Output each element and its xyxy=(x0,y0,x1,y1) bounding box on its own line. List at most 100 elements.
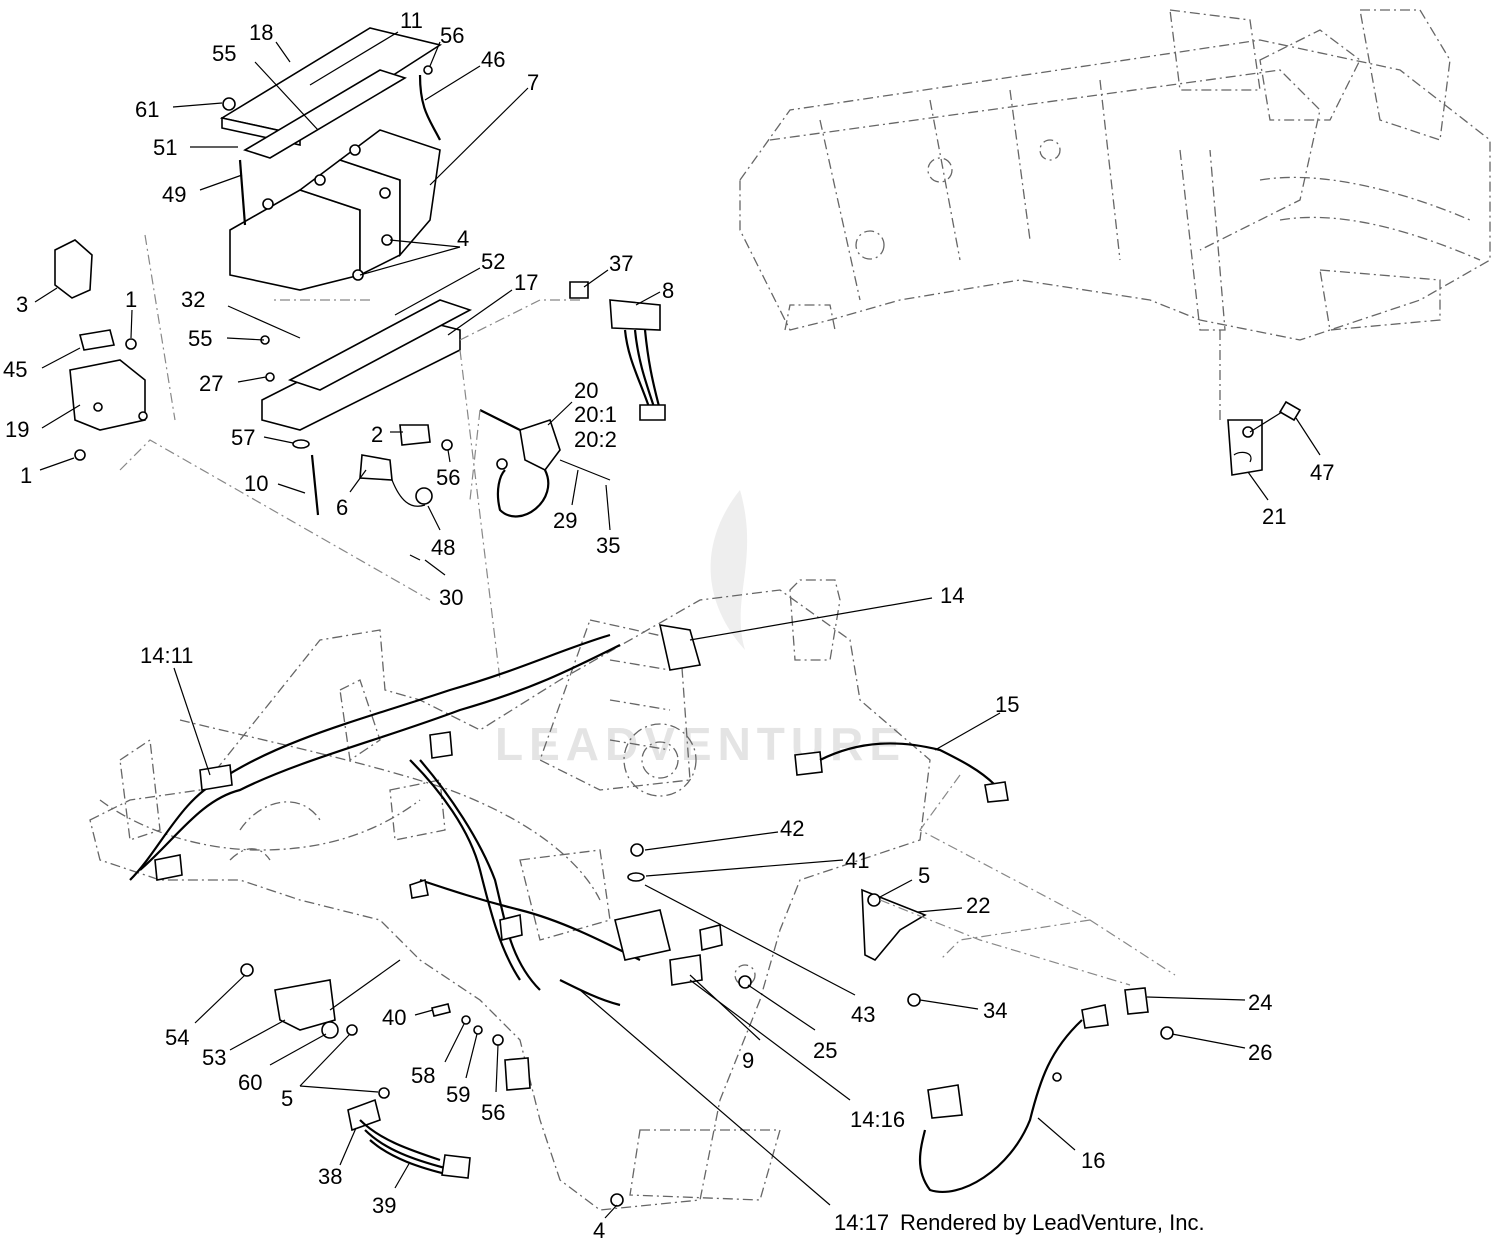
callout-53[interactable]: 53 xyxy=(202,1019,286,1070)
bracket-21 xyxy=(1227,400,1302,476)
callout-24[interactable]: 24 xyxy=(1146,990,1272,1015)
svg-text:6: 6 xyxy=(336,495,348,520)
callout-10[interactable]: 10 xyxy=(244,471,306,496)
callout-25[interactable]: 25 xyxy=(747,984,837,1063)
svg-text:45: 45 xyxy=(3,357,27,382)
callout-42[interactable]: 42 xyxy=(644,816,804,851)
callout-48[interactable]: 48 xyxy=(427,505,455,560)
svg-text:22: 22 xyxy=(966,893,990,918)
callout-20-2[interactable]: 20:2 xyxy=(574,427,617,452)
svg-text:15: 15 xyxy=(995,692,1019,717)
callout-57[interactable]: 57 xyxy=(231,425,294,450)
svg-text:20: 20 xyxy=(574,378,598,403)
svg-text:14:11: 14:11 xyxy=(140,643,193,668)
svg-text:56: 56 xyxy=(440,23,464,48)
svg-text:48: 48 xyxy=(431,535,455,560)
callout-3[interactable]: 3 xyxy=(16,287,58,317)
callout-34[interactable]: 34 xyxy=(919,998,1007,1023)
callout-21[interactable]: 21 xyxy=(1247,471,1286,529)
callout-18[interactable]: 18 xyxy=(249,20,291,63)
svg-text:32: 32 xyxy=(181,287,205,312)
callout-20[interactable]: 20 xyxy=(547,378,598,426)
callout-55b[interactable]: 55 xyxy=(188,326,265,351)
svg-text:4: 4 xyxy=(457,226,469,251)
callout-58[interactable]: 58 xyxy=(411,1023,465,1088)
callout-22[interactable]: 22 xyxy=(917,893,990,918)
svg-text:43: 43 xyxy=(851,1002,875,1027)
callout-9[interactable]: 9 xyxy=(689,974,761,1073)
svg-text:25: 25 xyxy=(813,1038,837,1063)
svg-text:14:17: 14:17 xyxy=(834,1210,889,1235)
svg-text:49: 49 xyxy=(162,182,186,207)
callout-51[interactable]: 51 xyxy=(153,135,238,160)
svg-text:35: 35 xyxy=(596,533,620,558)
callout-14-16[interactable]: 14:16 xyxy=(689,979,905,1132)
svg-text:2: 2 xyxy=(371,422,383,447)
callout-49[interactable]: 49 xyxy=(162,174,243,207)
callout-37[interactable]: 37 xyxy=(583,251,633,288)
callout-1b[interactable]: 1 xyxy=(20,457,75,488)
svg-text:51: 51 xyxy=(153,135,177,160)
lower-frame-assembly xyxy=(89,579,1176,1211)
svg-text:19: 19 xyxy=(5,417,29,442)
callout-27[interactable]: 27 xyxy=(199,371,267,396)
callout-29[interactable]: 29 xyxy=(553,469,579,533)
callout-52[interactable]: 52 xyxy=(394,249,505,316)
svg-text:56: 56 xyxy=(436,465,460,490)
callout-59[interactable]: 59 xyxy=(446,1033,478,1107)
svg-text:34: 34 xyxy=(983,998,1007,1023)
callout-4a[interactable]: 4 xyxy=(359,226,469,276)
callout-2[interactable]: 2 xyxy=(371,422,403,447)
callout-35[interactable]: 35 xyxy=(596,484,620,558)
callout-41[interactable]: 41 xyxy=(645,848,869,877)
callout-17[interactable]: 17 xyxy=(447,270,538,336)
callout-1a[interactable]: 1 xyxy=(125,287,137,339)
callout-60[interactable]: 60 xyxy=(238,1033,327,1095)
callout-45[interactable]: 45 xyxy=(3,347,81,382)
callout-38[interactable]: 38 xyxy=(318,1127,357,1189)
callout-19[interactable]: 19 xyxy=(5,404,81,442)
callout-14-17[interactable]: 14:17 xyxy=(579,989,889,1235)
callout-56a[interactable]: 56 xyxy=(429,23,464,67)
callout-5b[interactable]: 5 xyxy=(281,1033,379,1111)
callout-39[interactable]: 39 xyxy=(372,1161,411,1218)
callout-20-1[interactable]: 20:1 xyxy=(574,402,617,427)
callout-55a[interactable]: 55 xyxy=(212,41,319,131)
callout-54[interactable]: 54 xyxy=(165,974,246,1050)
callout-26[interactable]: 26 xyxy=(1171,1033,1272,1065)
callout-16[interactable]: 16 xyxy=(1037,1117,1105,1173)
callout-8[interactable]: 8 xyxy=(635,278,674,306)
callout-47[interactable]: 47 xyxy=(1295,417,1334,485)
svg-text:59: 59 xyxy=(446,1082,470,1107)
svg-text:58: 58 xyxy=(411,1063,435,1088)
callout-40[interactable]: 40 xyxy=(382,1005,434,1030)
svg-text:46: 46 xyxy=(481,47,505,72)
callout-56b[interactable]: 56 xyxy=(436,449,460,490)
callout-61[interactable]: 61 xyxy=(135,97,223,122)
svg-text:52: 52 xyxy=(481,249,505,274)
callout-15[interactable]: 15 xyxy=(934,692,1019,751)
callout-11[interactable]: 11 xyxy=(309,8,423,86)
svg-text:54: 54 xyxy=(165,1025,189,1050)
svg-text:16: 16 xyxy=(1081,1148,1105,1173)
callout-7[interactable]: 7 xyxy=(429,70,539,186)
svg-text:41: 41 xyxy=(845,848,869,873)
callout-14[interactable]: 14 xyxy=(689,583,964,641)
svg-text:14:16: 14:16 xyxy=(850,1107,905,1132)
callout-14-11[interactable]: 14:11 xyxy=(140,643,211,776)
callout-5a[interactable]: 5 xyxy=(879,863,930,898)
svg-text:1: 1 xyxy=(125,287,137,312)
callout-30[interactable]: 30 xyxy=(424,559,463,610)
callout-43[interactable]: 43 xyxy=(644,884,875,1027)
svg-text:3: 3 xyxy=(16,292,28,317)
callout-6[interactable]: 6 xyxy=(336,469,367,520)
callout-32[interactable]: 32 xyxy=(181,287,301,339)
callout-46[interactable]: 46 xyxy=(424,47,505,101)
callout-4b[interactable]: 4 xyxy=(593,1204,618,1243)
callout-56c[interactable]: 56 xyxy=(481,1044,505,1125)
svg-text:38: 38 xyxy=(318,1164,342,1189)
svg-text:56: 56 xyxy=(481,1100,505,1125)
svg-text:17: 17 xyxy=(514,270,538,295)
svg-text:42: 42 xyxy=(780,816,804,841)
